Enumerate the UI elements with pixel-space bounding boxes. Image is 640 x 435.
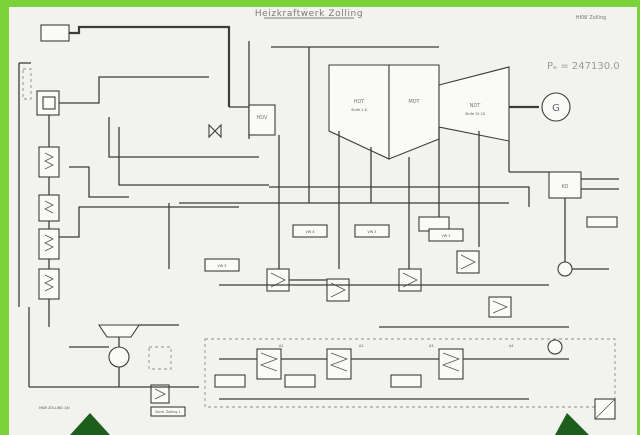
condenser: KO (508, 141, 619, 277)
marker-right (555, 413, 589, 435)
svg-text:VW 5: VW 5 (218, 264, 227, 268)
main-steam-lines (59, 25, 439, 238)
svg-text:G: G (552, 103, 560, 114)
svg-text:MDT: MDT (408, 99, 420, 105)
svg-text:A1: A1 (279, 344, 283, 348)
marker-left (70, 413, 110, 435)
footer-box (150, 406, 186, 417)
feedwater-heaters (219, 250, 569, 328)
boiler-stack (18, 24, 70, 307)
svg-text:HDT: HDT (354, 99, 366, 105)
feedwater-pump (69, 324, 179, 404)
svg-text:A4: A4 (509, 344, 513, 348)
corner-note: HKW Zolling (576, 15, 606, 21)
svg-text:Stufe 15-20: Stufe 15-20 (465, 112, 485, 116)
power-output-label: Pₑ = 247130.0 (547, 61, 620, 72)
power-plant-process-diagram: Heizkraftwerk Zolling HKW Zolling (18, 9, 620, 420)
svg-text:A3: A3 (429, 344, 433, 348)
svg-text:VW 2: VW 2 (442, 234, 451, 238)
svg-text:HDV: HDV (257, 115, 269, 121)
svg-text:Stufe 1-8: Stufe 1-8 (351, 108, 367, 112)
svg-text:VW 4: VW 4 (306, 230, 315, 234)
footer-left: HKW ZOLLING 1/b (39, 406, 70, 410)
svg-text:NDT: NDT (470, 103, 482, 109)
turbine-lp: NDT Stufe 15-20 (438, 66, 510, 142)
diagram-title: Heizkraftwerk Zolling (255, 9, 363, 19)
hp-valve: HDV (208, 104, 276, 139)
extraction-lines (168, 47, 530, 269)
turbine-hp: HDT Stufe 1-8 (328, 64, 390, 160)
svg-text:Kond. Zolling 1: Kond. Zolling 1 (155, 410, 180, 414)
turbine-ip: MDT (388, 64, 440, 160)
preheater-labels: VW 5 VW 4 VW 3 VW 2 (204, 216, 464, 272)
svg-text:KO: KO (562, 184, 569, 190)
district-heating-section: A1 A2 A3 A4 (204, 338, 616, 420)
svg-text:A2: A2 (359, 344, 363, 348)
generator: G (541, 92, 571, 122)
svg-text:VW 3: VW 3 (368, 230, 377, 234)
heat-exchanger-column (38, 115, 60, 327)
